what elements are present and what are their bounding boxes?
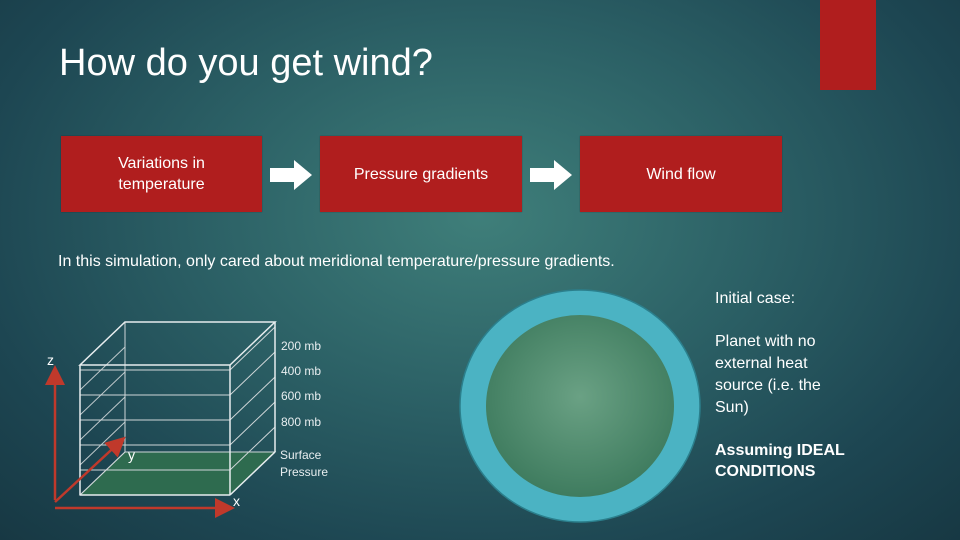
level-800mb-label: 800 mb bbox=[281, 415, 322, 429]
slide-title: How do you get wind? bbox=[59, 42, 433, 84]
planet-description: Planet with no external heat source (i.e… bbox=[715, 333, 821, 416]
x-axis-label: x bbox=[233, 493, 240, 509]
planet-surface bbox=[486, 315, 674, 497]
simulation-note: In this simulation, only cared about mer… bbox=[58, 253, 615, 270]
flow-step-temperature: Variations in temperature bbox=[61, 136, 262, 212]
surface-face bbox=[78, 451, 277, 496]
assumption-text: Assuming IDEAL CONDITIONS bbox=[715, 442, 845, 480]
initial-case-label: Initial case: bbox=[715, 290, 796, 307]
level-400mb-label: 400 mb bbox=[281, 364, 322, 378]
right-arrow-icon bbox=[270, 160, 312, 190]
planet-diagram bbox=[459, 289, 701, 523]
accent-bar bbox=[820, 0, 876, 90]
level-600mb-label: 600 mb bbox=[281, 389, 322, 403]
flow-step-temperature-label: Variations in temperature bbox=[118, 155, 205, 193]
level-200mb-label: 200 mb bbox=[281, 339, 322, 353]
flow-step-wind-label: Wind flow bbox=[646, 165, 716, 183]
atmosphere-cube-diagram bbox=[45, 321, 277, 518]
flow-step-wind: Wind flow bbox=[580, 136, 782, 212]
flow-step-pressure: Pressure gradients bbox=[320, 136, 522, 212]
y-axis bbox=[54, 436, 126, 503]
z-axis-label: z bbox=[47, 352, 54, 368]
y-axis-label: y bbox=[128, 447, 135, 463]
right-arrow-icon bbox=[530, 160, 572, 190]
surface-pressure-label: Surface Pressure bbox=[280, 448, 329, 479]
flow-step-pressure-label: Pressure gradients bbox=[353, 165, 489, 183]
